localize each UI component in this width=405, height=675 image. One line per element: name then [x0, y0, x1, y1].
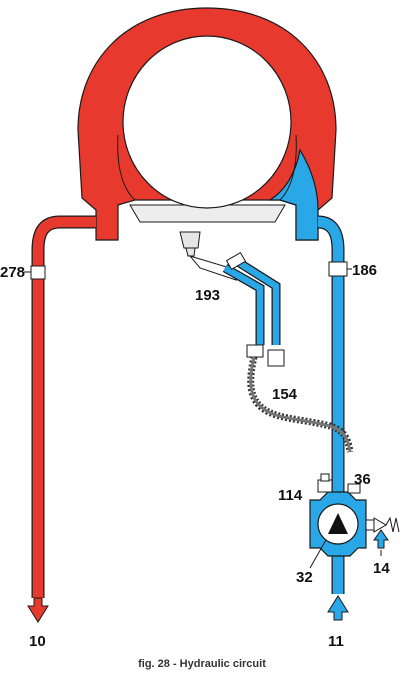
bypass-assembly: [179, 231, 354, 453]
circulation-pump: [309, 473, 400, 557]
label-36: 36: [354, 471, 371, 488]
label-11: 11: [328, 633, 344, 650]
figure-caption: fig. 28 - Hydraulic circuit: [138, 658, 266, 670]
outlet-arrow-icon: [27, 597, 49, 623]
valve-end-right: [267, 349, 285, 367]
heat-exchanger-return-section: [267, 148, 319, 241]
pressure-sensor-36: [347, 483, 361, 494]
sensor-186: [328, 261, 348, 277]
label-114: 114: [278, 487, 303, 504]
leader-lines: [24, 268, 382, 569]
hot-water-outlet-pipe: [27, 215, 96, 623]
sensor-278: [30, 265, 46, 280]
fitting-193: [225, 251, 247, 271]
valve-end-left: [246, 344, 264, 358]
label-278: 278: [0, 264, 25, 281]
label-154: 154: [272, 386, 298, 403]
label-32: 32: [296, 569, 313, 586]
combustion-chamber: [129, 204, 286, 223]
air-vent-114: [317, 479, 333, 493]
heat-exchanger-core: [122, 35, 292, 209]
safety-valve-14: [373, 517, 387, 533]
label-193: 193: [195, 287, 220, 304]
safety-valve-arrow-icon: [373, 529, 389, 549]
label-10: 10: [29, 633, 46, 650]
label-186: 186: [352, 262, 377, 279]
return-pipe: [317, 215, 349, 621]
heat-exchanger: [77, 7, 337, 241]
label-14: 14: [373, 560, 390, 577]
inlet-arrow-icon: [327, 595, 349, 621]
pump-triangle-icon: [328, 513, 348, 534]
